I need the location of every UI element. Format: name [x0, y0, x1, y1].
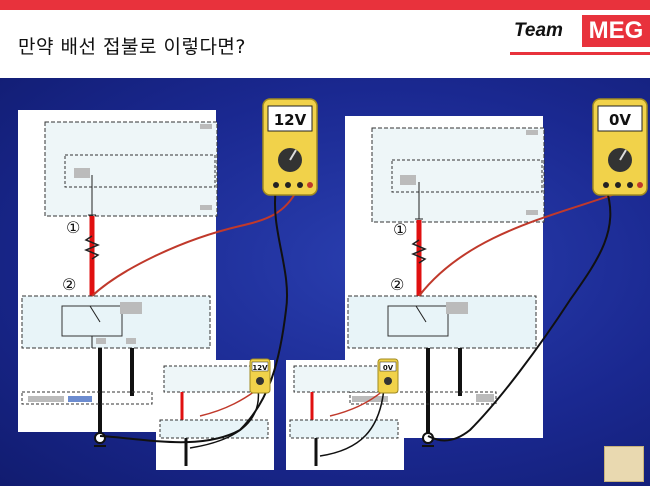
- logo-meg-text: MEG: [582, 15, 650, 47]
- slide-header: [0, 10, 650, 78]
- slide-title: 만약 배선 접불로 이렇다면?: [18, 36, 246, 58]
- right-point-1-label: ①: [393, 220, 407, 239]
- inset-right-schematic: [289, 365, 399, 466]
- inset-left-schematic: [159, 365, 269, 466]
- logo-team-text: Team: [514, 20, 563, 41]
- right-multimeter: [592, 98, 648, 196]
- left-schematic: [21, 121, 218, 447]
- inset-left-black-lead: [189, 387, 260, 449]
- corner-thumbnail-image: [604, 446, 644, 482]
- right-point-2-label: ②: [390, 275, 404, 294]
- right-black-probe-lead: [427, 187, 612, 442]
- team-meg-logo: Team MEG: [510, 14, 650, 47]
- top-accent-bar: [0, 0, 650, 10]
- left-point-2-label: ②: [62, 275, 76, 294]
- right-meter-reading: 0V: [609, 111, 631, 129]
- inset-left-meter-reading: 12V: [252, 364, 268, 372]
- inset-right-black-lead: [319, 387, 385, 457]
- left-multimeter: [262, 98, 318, 196]
- inset-right-multimeter: [377, 358, 399, 394]
- inset-right-meter-reading: 0V: [383, 364, 394, 372]
- inset-left-multimeter: [249, 358, 271, 394]
- left-point-1-label: ①: [66, 218, 80, 237]
- logo-underline: [510, 52, 650, 55]
- left-meter-reading: 12V: [274, 111, 307, 129]
- left-red-probe-lead: [91, 187, 299, 297]
- right-red-probe-lead: [418, 187, 633, 297]
- right-schematic: [347, 127, 545, 447]
